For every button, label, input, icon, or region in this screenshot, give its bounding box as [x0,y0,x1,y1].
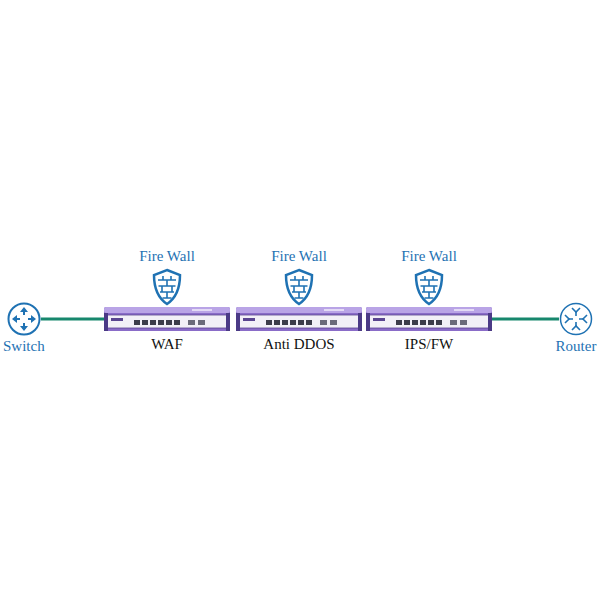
network-link [492,318,559,321]
firewall-heading: Fire Wall [139,248,195,265]
firewall-node: Fire WallIPS/FW [366,248,492,354]
firewall-node: Fire WallAnti DDOS [236,248,362,354]
network-link [41,318,104,321]
shield-icon [151,268,183,306]
firewall-heading: Fire Wall [271,248,327,265]
switch-label: Switch [3,338,45,355]
shield-icon [413,268,445,306]
shield-icon [283,268,315,306]
network-node: Switch [3,302,45,355]
device-label: WAF [151,336,183,353]
switch-icon [7,302,41,336]
firewall-node: Fire WallWAF [104,248,230,354]
appliance-icon [236,307,362,331]
router-label: Router [556,338,597,355]
device-label: Anti DDOS [263,336,334,353]
router-icon [559,302,593,336]
device-label: IPS/FW [405,336,453,353]
appliance-icon [366,307,492,331]
appliance-icon [104,307,230,331]
network-node: Router [556,302,597,355]
firewall-heading: Fire Wall [401,248,457,265]
